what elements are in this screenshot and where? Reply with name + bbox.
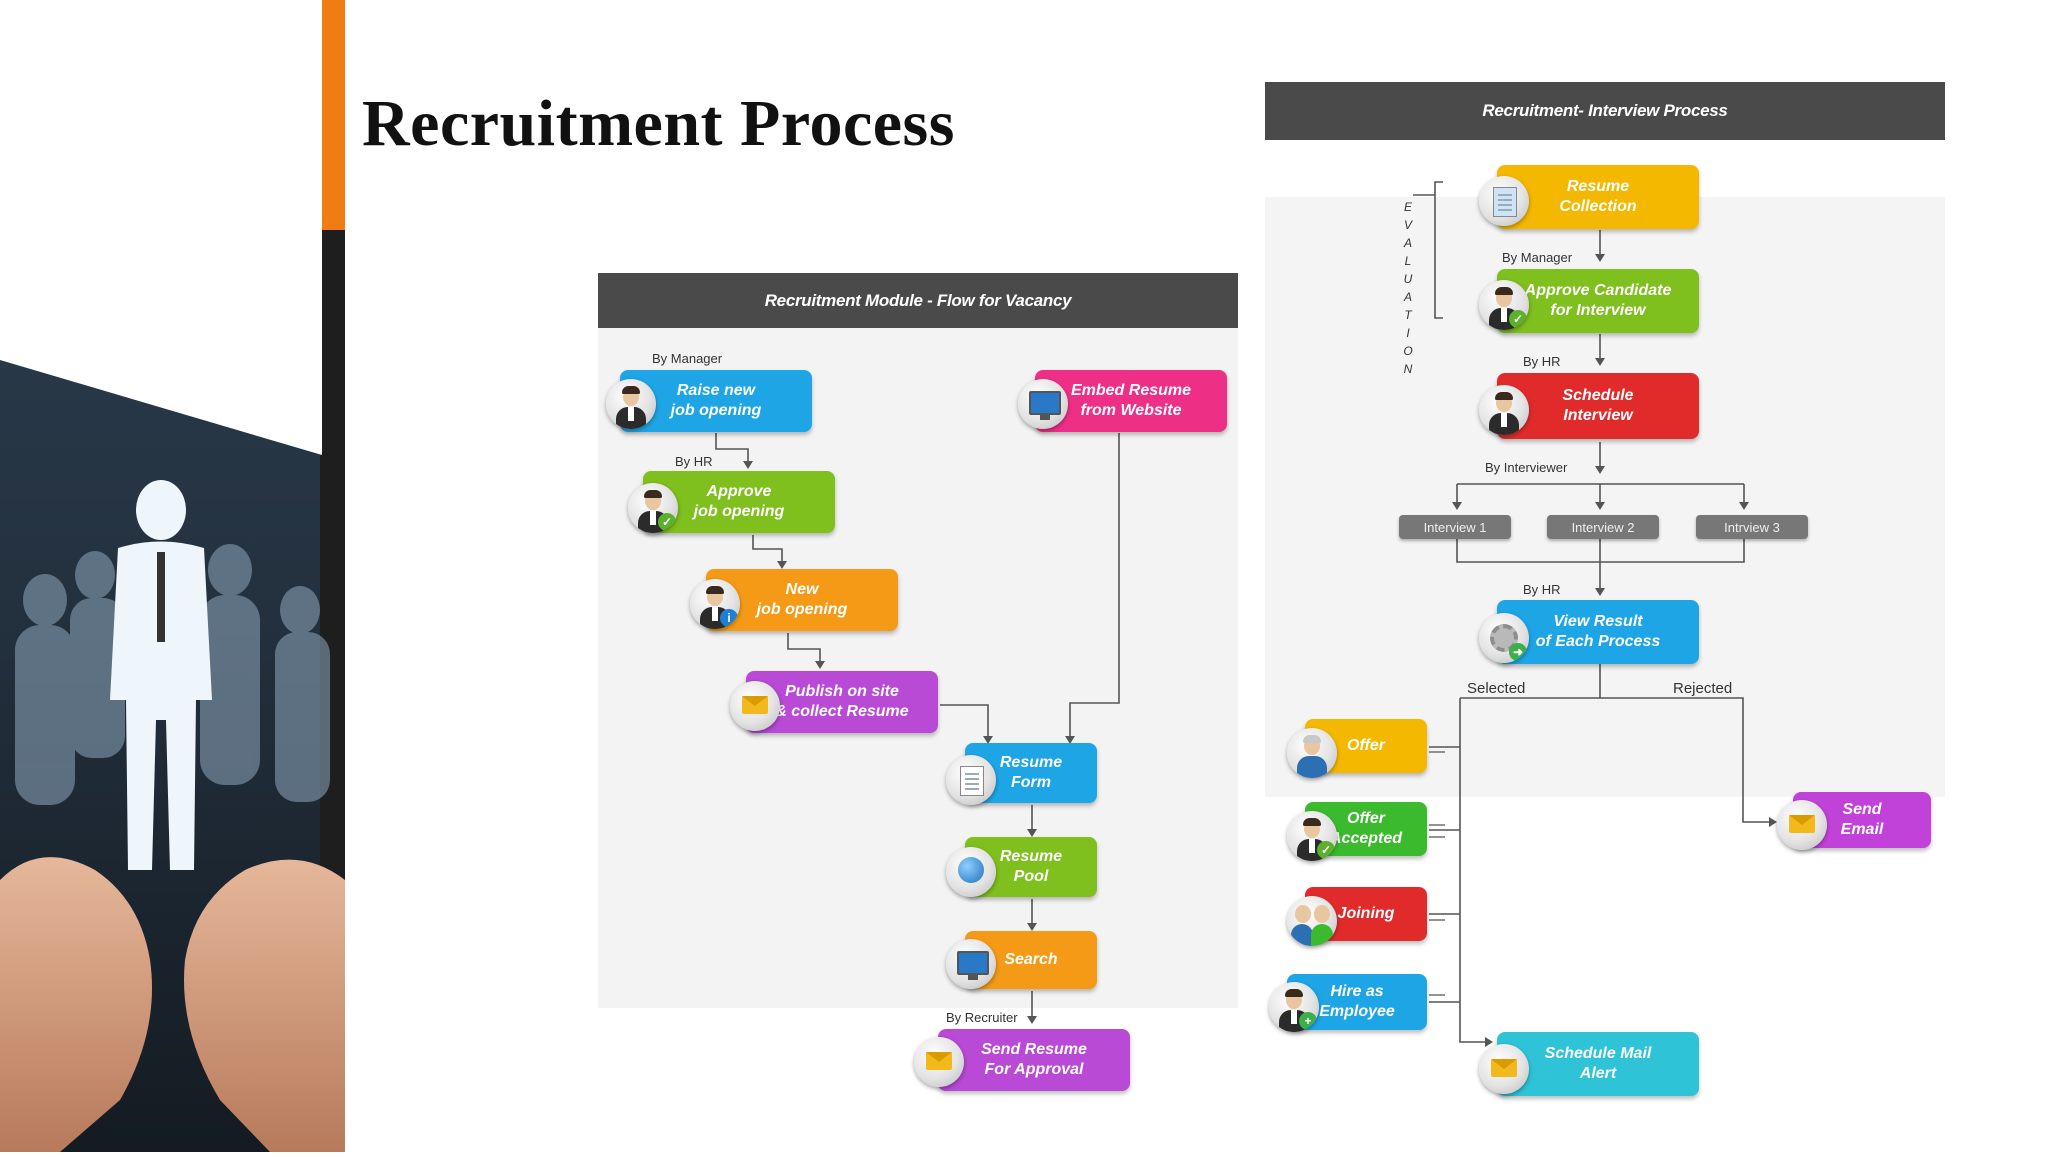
manager-avatar-icon <box>606 379 656 429</box>
offer-avatar-icon <box>1287 728 1337 778</box>
plus-icon: + <box>1299 1012 1317 1030</box>
scheduler-avatar-icon <box>1479 385 1529 435</box>
check-icon: ✓ <box>1317 841 1335 859</box>
node-schedule-label: Schedule Interview <box>1562 387 1634 424</box>
joining-people-icon <box>1287 896 1337 946</box>
node-approve-candidate-label: Approve Candidate for Interview <box>1524 282 1672 319</box>
interview-1-pill: Interview 1 <box>1399 515 1511 539</box>
node-approve-candidate: Approve Candidate for Interview <box>1497 269 1699 333</box>
resume-pool-globe-icon <box>946 847 996 897</box>
approver-avatar-icon: ✓ <box>628 483 678 533</box>
node-resume-collection: Resume Collection <box>1497 165 1699 229</box>
node-form-label: Resume Form <box>999 754 1063 791</box>
evaluation-letter: A <box>1403 236 1412 250</box>
evaluation-letter: U <box>1403 272 1413 286</box>
interview-2-pill: Interview 2 <box>1547 515 1659 539</box>
resume-form-icon <box>946 755 996 805</box>
node-send-email-label: Send Email <box>1840 801 1884 838</box>
vacancy-flow-background <box>598 328 1238 1008</box>
label-by-interviewer: By Interviewer <box>1485 460 1568 475</box>
evaluation-letter: O <box>1403 344 1413 358</box>
node-schedule-mail-alert: Schedule Mail Alert <box>1497 1032 1699 1096</box>
node-embed-resume: Embed Resume from Website <box>1035 370 1227 432</box>
label-by-hr: By HR <box>675 454 713 469</box>
evaluation-letter: A <box>1403 290 1412 304</box>
node-schedule-interview: Schedule Interview <box>1497 373 1699 439</box>
arrow-right-icon: ➜ <box>1509 643 1527 661</box>
interview-flow-diagram: Recruitment- Interview Process E V A L U… <box>1265 82 1945 1097</box>
node-schedule-mail-label: Schedule Mail Alert <box>1544 1045 1652 1082</box>
resume-collection-icon <box>1479 176 1529 226</box>
node-embed-label: Embed Resume from Website <box>1070 382 1192 419</box>
send-email-icon <box>1777 800 1827 850</box>
label-rejected: Rejected <box>1673 680 1733 697</box>
node-hire-label: Hire as Employee <box>1319 983 1395 1020</box>
node-send-label: Send Resume For Approval <box>981 1041 1087 1078</box>
page-title: Recruitment Process <box>362 87 955 160</box>
search-monitor-icon <box>946 939 996 989</box>
node-view-result-label: View Result of Each Process <box>1535 613 1661 650</box>
node-new-label: New job opening <box>756 581 848 618</box>
result-gear-icon: ➜ <box>1479 613 1529 663</box>
hire-avatar-icon: + <box>1269 982 1319 1032</box>
label-by-recruiter: By Recruiter <box>946 1010 1018 1025</box>
label-by-manager: By Manager <box>1502 250 1573 265</box>
node-raise-label: Raise new job opening <box>670 382 762 419</box>
check-icon: ✓ <box>658 513 676 531</box>
send-mail-icon <box>914 1037 964 1087</box>
info-avatar-icon: i <box>690 579 740 629</box>
node-collection-label: Resume Collection <box>1559 178 1637 215</box>
evaluation-letter: E <box>1403 200 1412 214</box>
publish-mail-icon <box>730 681 780 731</box>
interview-3-pill: Intrview 3 <box>1696 515 1808 539</box>
node-send-resume-approval: Send Resume For Approval <box>938 1029 1130 1091</box>
interview-flow-connectors <box>1413 181 1777 1047</box>
vacancy-flow-connectors <box>715 433 1120 1024</box>
evaluation-letter: N <box>1403 362 1413 376</box>
info-icon: i <box>720 609 738 627</box>
approver-avatar-icon: ✓ <box>1479 280 1529 330</box>
node-search-label: Search <box>1004 951 1058 968</box>
mail-alert-icon <box>1479 1044 1529 1094</box>
label-selected: Selected <box>1467 680 1526 697</box>
check-icon: ✓ <box>1509 310 1527 328</box>
node-approve-label: Approve job opening <box>693 483 785 520</box>
label-by-manager: By Manager <box>652 351 723 366</box>
evaluation-letter: T <box>1404 308 1412 322</box>
node-joining-label: Joining <box>1337 905 1395 922</box>
node-offer-label: Offer <box>1347 737 1385 754</box>
evaluation-letter: L <box>1404 254 1412 268</box>
evaluation-letter: V <box>1403 218 1412 232</box>
evaluation-vertical-label: E V A L U A T I O N <box>1401 200 1415 376</box>
website-monitor-icon <box>1018 379 1068 429</box>
evaluation-letter: I <box>1406 326 1410 340</box>
label-by-hr: By HR <box>1523 354 1561 369</box>
decorative-hero-image <box>0 0 345 1152</box>
node-offer-accepted-label: Offer Accepted <box>1329 810 1403 847</box>
interview-flow-header: Recruitment- Interview Process <box>1265 82 1945 140</box>
label-by-hr-2: By HR <box>1523 582 1561 597</box>
node-publish-label: Publish on site & collect Resume <box>775 683 909 720</box>
vacancy-flow-header: Recruitment Module - Flow for Vacancy <box>598 273 1238 328</box>
accepted-avatar-icon: ✓ <box>1287 811 1337 861</box>
node-view-result: View Result of Each Process <box>1497 600 1699 664</box>
vacancy-flow-diagram: Recruitment Module - Flow for Vacancy By… <box>598 273 1238 1093</box>
node-pool-label: Resume Pool <box>999 848 1063 885</box>
